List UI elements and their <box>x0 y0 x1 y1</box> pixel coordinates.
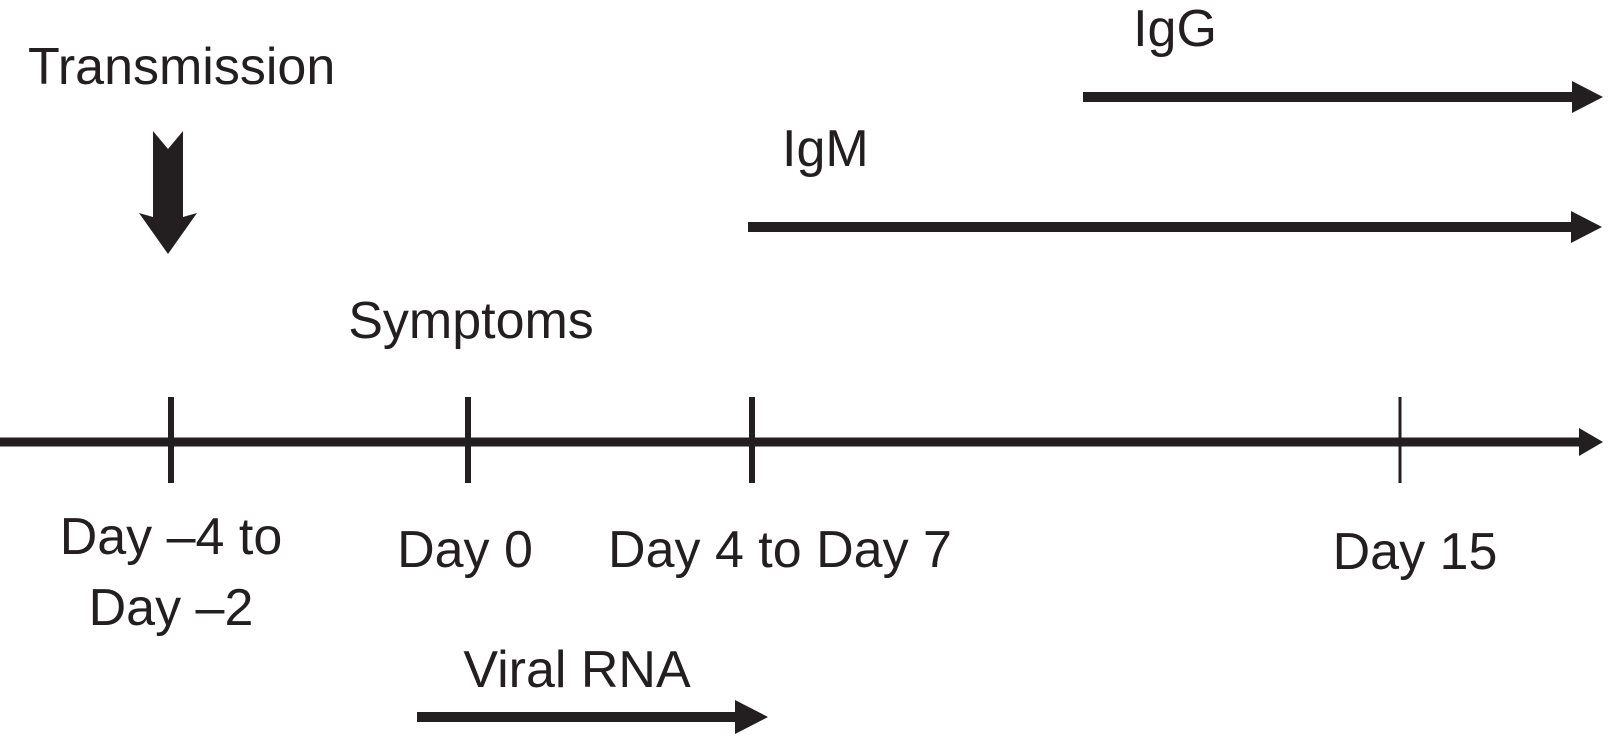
timeline-axis-arrowhead <box>1579 428 1603 456</box>
igm-arrow <box>748 211 1602 243</box>
transmission-down-arrow <box>139 131 197 254</box>
axis-label-day-minus4-to-minus2: Day –4 to Day –2 <box>60 502 283 643</box>
axis-label-day-0: Day 0 <box>397 521 533 579</box>
viral-rna-label: Viral RNA <box>463 641 691 699</box>
axis-label-day-15: Day 15 <box>1332 523 1498 581</box>
timeline-axis <box>0 397 1603 483</box>
igm-label: IgM <box>782 120 869 178</box>
transmission-label: Transmission <box>28 38 336 96</box>
axis-label-day-4-to-7: Day 4 to Day 7 <box>608 521 952 579</box>
igg-arrow <box>1083 81 1603 113</box>
viral-rna-arrow <box>417 700 768 734</box>
igg-label: IgG <box>1133 0 1217 58</box>
axis-label-line: Day –4 to <box>59 508 283 566</box>
symptoms-label: Symptoms <box>348 292 594 350</box>
axis-label-line: Day –2 <box>88 578 254 637</box>
